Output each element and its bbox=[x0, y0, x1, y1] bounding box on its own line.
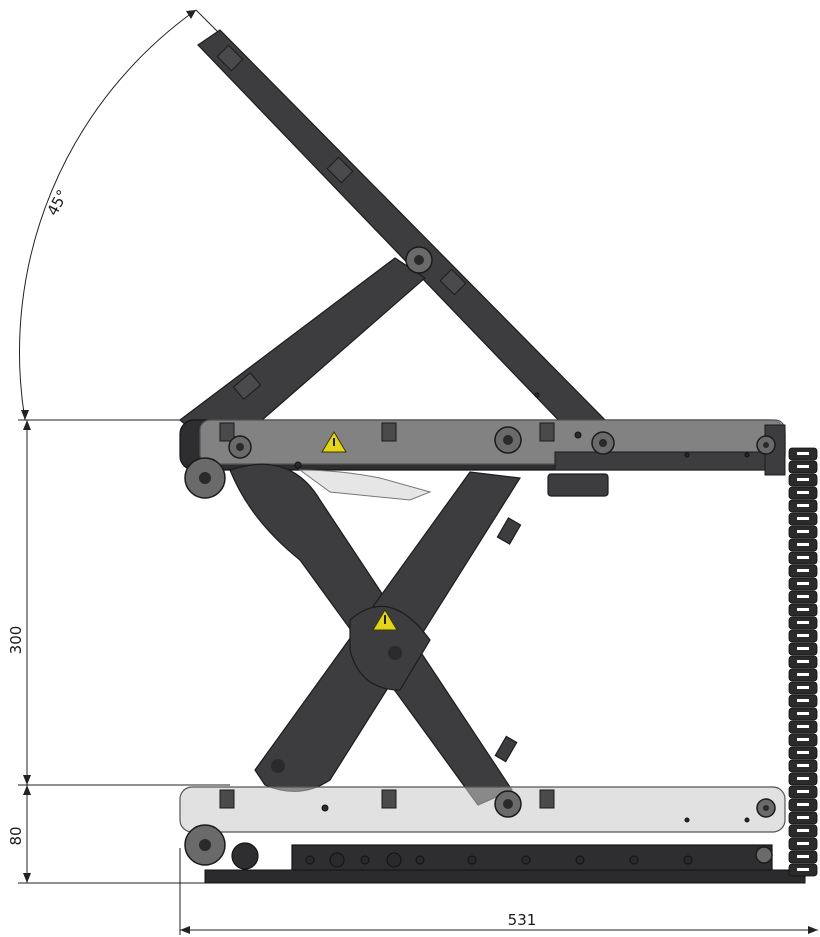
chain-link-slot bbox=[797, 647, 809, 650]
chain-link-slot bbox=[797, 452, 809, 455]
base-frame bbox=[179, 786, 806, 884]
chain-link-slot bbox=[797, 868, 809, 871]
chain-link-slot bbox=[797, 738, 809, 741]
chain-link-slot bbox=[797, 465, 809, 468]
scissor-arms bbox=[229, 463, 522, 806]
angle-arc bbox=[18, 9, 197, 421]
chain-link-slot bbox=[797, 699, 809, 702]
chain-link-slot bbox=[797, 504, 809, 507]
chain-link-slot bbox=[797, 725, 809, 728]
chain-link-slot bbox=[797, 764, 809, 767]
chain-link-slot bbox=[797, 621, 809, 624]
chain-link-slot bbox=[797, 777, 809, 780]
chain-link-slot bbox=[797, 517, 809, 520]
angle-label: 45° bbox=[43, 187, 71, 219]
height-base-label: 80 bbox=[7, 826, 25, 845]
chain-link-slot bbox=[797, 751, 809, 754]
upper-mechanism bbox=[287, 469, 609, 508]
chain-link-slot bbox=[797, 803, 809, 806]
chain-link-slot bbox=[797, 478, 809, 481]
chain-link-slot bbox=[797, 543, 809, 546]
dimension-annotations: 45° 300 80 531 bbox=[7, 9, 818, 935]
chain-link-slot bbox=[797, 595, 809, 598]
chain-link-slot bbox=[797, 816, 809, 819]
chain-link-slot bbox=[797, 686, 809, 689]
chain-link-slot bbox=[797, 660, 809, 663]
chain-link-slot bbox=[797, 491, 809, 494]
chain-link-slot bbox=[797, 712, 809, 715]
chain-link-slot bbox=[797, 608, 809, 611]
backrest-support-link bbox=[179, 246, 433, 456]
chain-link-slot bbox=[797, 829, 809, 832]
chain-link-slot bbox=[797, 556, 809, 559]
chain-link-slot bbox=[797, 582, 809, 585]
chain-link-slot bbox=[797, 842, 809, 845]
chain-link-slot bbox=[797, 855, 809, 858]
upper-frame bbox=[179, 419, 786, 499]
height-top-label: 300 bbox=[7, 626, 25, 655]
cable-chain bbox=[788, 447, 818, 877]
chain-link-slot bbox=[797, 530, 809, 533]
chain-link-slot bbox=[797, 569, 809, 572]
chain-link-slot bbox=[797, 634, 809, 637]
chain-link-slot bbox=[797, 673, 809, 676]
width-label: 531 bbox=[508, 911, 537, 929]
chain-link-slot bbox=[797, 790, 809, 793]
